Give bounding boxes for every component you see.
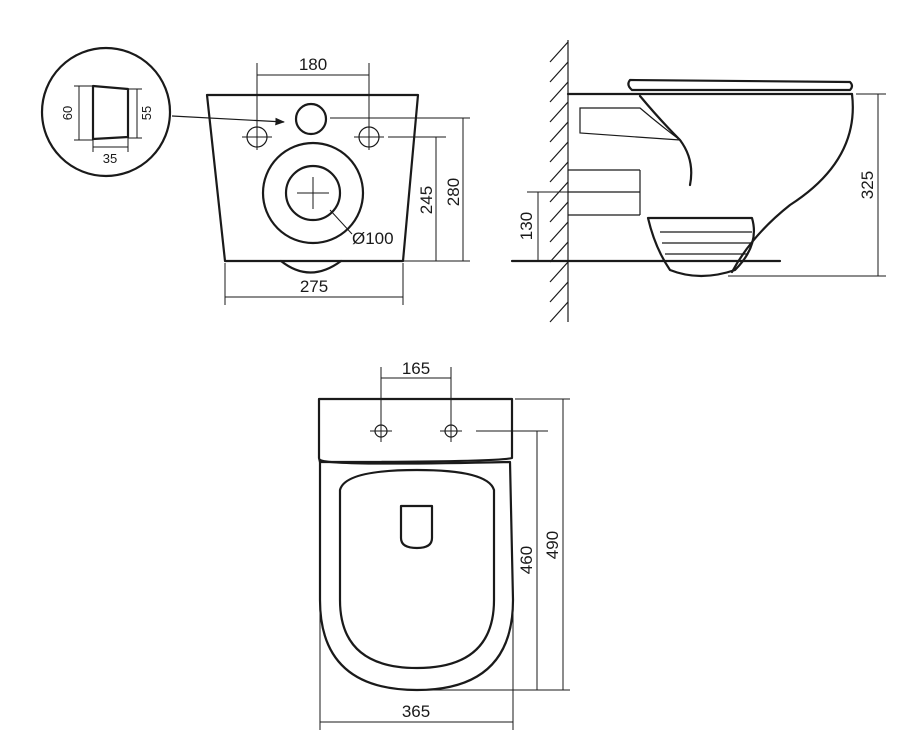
top-bolt-spacing-label: 165	[402, 359, 430, 378]
detail-width-label: 35	[103, 151, 117, 166]
top-bowl-outline	[318, 458, 515, 692]
total-length-label: 490	[543, 531, 562, 559]
bowl-base	[646, 216, 756, 278]
front-view: 180 245 280 Ø100 275	[205, 55, 470, 305]
detail-height-left-label: 60	[60, 106, 75, 120]
top-width-label: 365	[402, 702, 430, 721]
detail-pointer-arrow	[171, 115, 285, 126]
outlet-pipe	[568, 169, 641, 216]
side-view: 130 325	[510, 40, 886, 323]
detail-circle	[40, 46, 172, 178]
outlet-outer-ring	[261, 141, 365, 245]
top-view: 165 460 490 365	[317, 359, 570, 730]
seat-outline	[338, 468, 496, 670]
inlet-hole	[294, 102, 328, 136]
slot-profile	[91, 84, 130, 141]
wall-hatching	[549, 41, 569, 323]
bolt-height-label: 280	[444, 178, 463, 206]
outlet-diameter-label: Ø100	[352, 229, 394, 248]
front-bolt-spacing-label: 180	[299, 55, 327, 74]
fixing-slot-detail: 60 55 35	[40, 46, 172, 178]
bowl-outer-profile	[730, 92, 854, 274]
seat-lid	[627, 78, 854, 92]
front-width-label: 275	[300, 277, 328, 296]
front-base-curve	[279, 259, 343, 274]
detail-height-right-label: 55	[139, 106, 154, 120]
total-height-label: 325	[858, 171, 877, 199]
length-to-bolts-label: 460	[517, 546, 536, 574]
outlet-height-label: 245	[417, 186, 436, 214]
inlet-channel	[579, 107, 682, 141]
outlet-hole	[284, 164, 342, 222]
seat-handle	[399, 504, 434, 550]
inlet-height-label: 130	[517, 212, 536, 240]
trap-curve	[638, 94, 693, 187]
